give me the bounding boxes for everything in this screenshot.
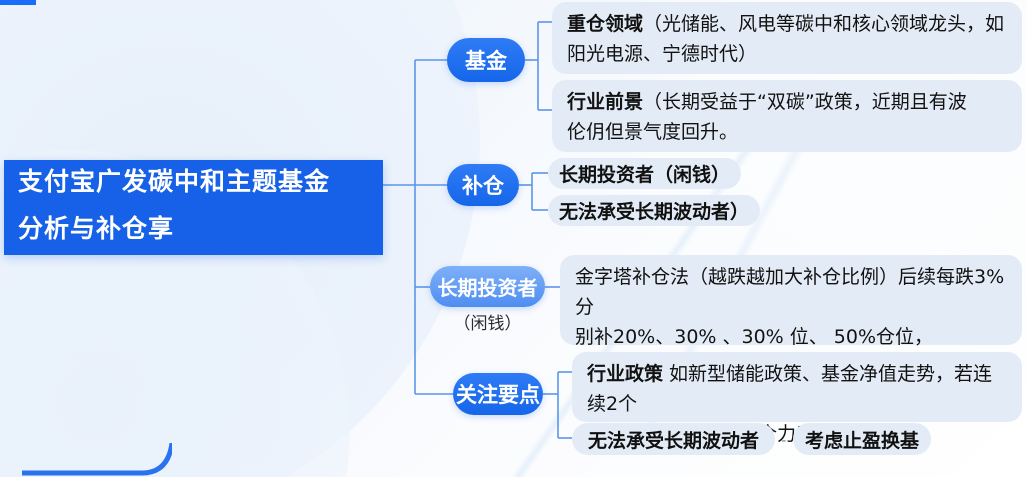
branch-node-add-position-label: 补仓 — [462, 174, 504, 198]
root-node-line1: 支付宝广发碳中和主题基金 — [4, 160, 383, 209]
branch-node-fund-label: 基金 — [465, 49, 507, 73]
branch-node-long-term-investor-label: 长期投资者 — [437, 276, 538, 300]
card-industry-outlook-lead: 行业前景 — [567, 91, 644, 113]
card-industry-policy[interactable]: 行业政策 如新型储能政策、基金净值走势，若连续2个 月跑职同类再加大补仓力度。 — [572, 352, 1022, 445]
chip-take-profit-switch-fund[interactable]: 考虑止盈换基 — [793, 423, 931, 455]
branch-node-key-points-label: 关注要点 — [456, 383, 540, 407]
top-left-accent-bar — [0, 0, 36, 5]
card-pyramid-strategy-body2: 别补20%、30% 、30% 位、 50%仓位， — [575, 326, 934, 348]
chip-cannot-bear-volatility[interactable]: 无法承受长期波动者） — [548, 195, 760, 226]
card-fund-holdings-lead: 重仓领域 — [567, 13, 644, 35]
branch-node-long-term-investor-sublabel: （闲钱） — [453, 314, 522, 334]
branch-node-long-term-investor[interactable]: 长期投资者 — [430, 266, 545, 307]
root-node-line2: 分析与补仓享 — [4, 209, 218, 255]
card-industry-outlook[interactable]: 行业前景（长期受益于“双碳”政策，近期且有波 伦仴但景气度回升。 — [552, 80, 1022, 152]
chip-long-term-investor-cash-label: 长期投资者（闲钱） — [558, 164, 730, 186]
card-fund-holdings-body: （光储能、风电等碳中和核心领域龙头，如 — [643, 13, 1005, 35]
chip-cannot-bear-volatility-label: 无法承受长期波动者） — [558, 201, 749, 223]
card-pyramid-strategy[interactable]: 金字塔补仓法（越跌越加大补仓比例）后续每跌3%分 别补20%、30% 、30% … — [560, 255, 1022, 378]
card-industry-outlook-body2: 伦仴但景气度回升。 — [567, 121, 739, 143]
card-industry-policy-body: 如新型储能政策、基金净值走势，若连续2个 — [587, 363, 993, 415]
chip-take-profit-switch-fund-label: 考虑止盈换基 — [804, 429, 919, 452]
branch-node-add-position[interactable]: 补仓 — [447, 164, 519, 206]
card-pyramid-strategy-body: 金字塔补仓法（越跌越加大补仓比例）后续每跌3%分 — [575, 266, 1005, 318]
bottom-left-swoosh-decoration — [22, 443, 172, 476]
chip-long-term-investor-cash[interactable]: 长期投资者（闲钱） — [548, 158, 741, 189]
card-industry-outlook-body: （长期受益于“双碳”政策，近期且有波 — [643, 91, 967, 113]
branch-node-fund[interactable]: 基金 — [447, 38, 525, 82]
root-node[interactable]: 支付宝广发碳中和主题基金 分析与补仓享 — [4, 160, 383, 255]
chip-cannot-bear-volatility-2-label: 无法承受长期波动者 — [587, 429, 759, 452]
chip-separator-dash: - — [781, 431, 787, 449]
branch-node-key-points[interactable]: 关注要点 — [453, 373, 543, 415]
card-industry-policy-lead: 行业政策 — [587, 363, 664, 385]
card-fund-holdings[interactable]: 重仓领域（光储能、风电等碳中和核心领域龙头，如 阳光电源、宁德时代） — [552, 2, 1022, 74]
chip-cannot-bear-volatility-2[interactable]: 无法承受长期波动者 — [572, 423, 775, 455]
card-fund-holdings-body2: 阳光电源、宁德时代） — [567, 43, 758, 65]
